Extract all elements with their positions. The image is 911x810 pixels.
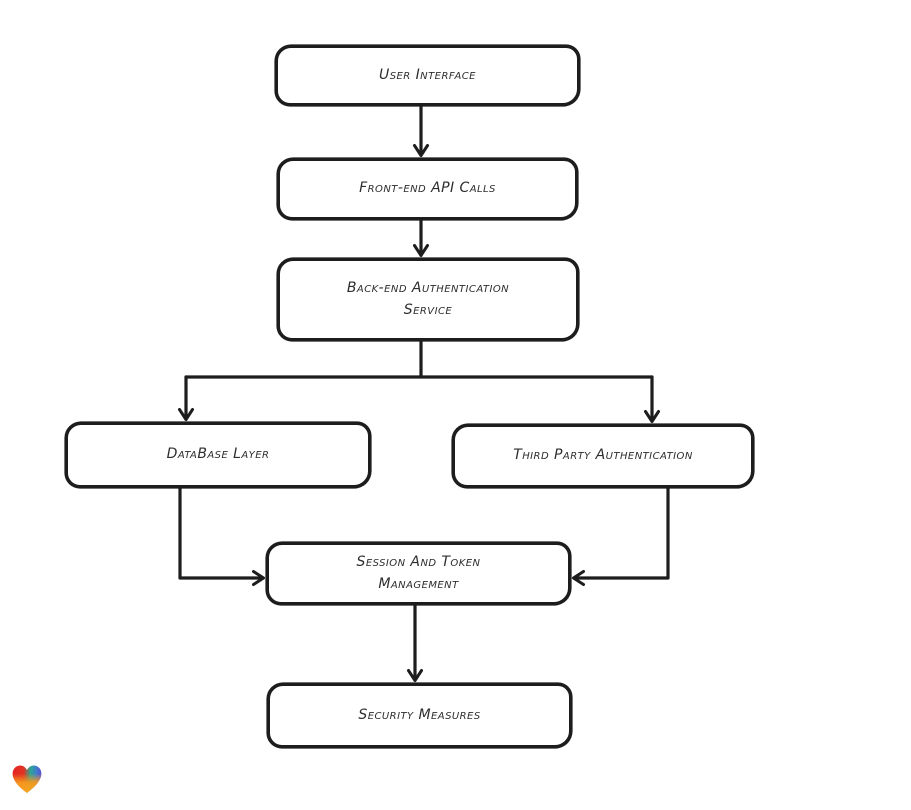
node-database-layer[interactable]: DataBase Layer (65, 422, 371, 488)
node-third-party-authentication-label: Third Party Authentication (513, 447, 693, 464)
node-user-interface-label: User Interface (379, 66, 476, 83)
edge-back-end-branch-bar (184, 339, 654, 379)
node-security-measures-label: Security Measures (358, 706, 481, 723)
node-database-layer-label: DataBase Layer (166, 446, 270, 463)
node-session-and-token-management-label: Session And Token Management (356, 553, 481, 592)
node-security-measures[interactable]: Security Measures (267, 683, 572, 748)
edge-database-to-session (178, 486, 265, 586)
node-session-and-token-management[interactable]: Session And Token Management (266, 542, 571, 605)
node-front-end-api-calls-label: Front-end API Calls (359, 180, 496, 197)
node-back-end-authentication-service-label: Back-end Authentication Service (346, 279, 510, 318)
node-user-interface[interactable]: User Interface (275, 45, 580, 106)
node-front-end-api-calls[interactable]: Front-end API Calls (277, 158, 578, 220)
edge-third-party-to-session (572, 486, 670, 586)
heart-logo (12, 765, 42, 793)
node-third-party-authentication[interactable]: Third Party Authentication (452, 424, 754, 488)
node-back-end-authentication-service[interactable]: Back-end Authentication Service (277, 258, 579, 341)
